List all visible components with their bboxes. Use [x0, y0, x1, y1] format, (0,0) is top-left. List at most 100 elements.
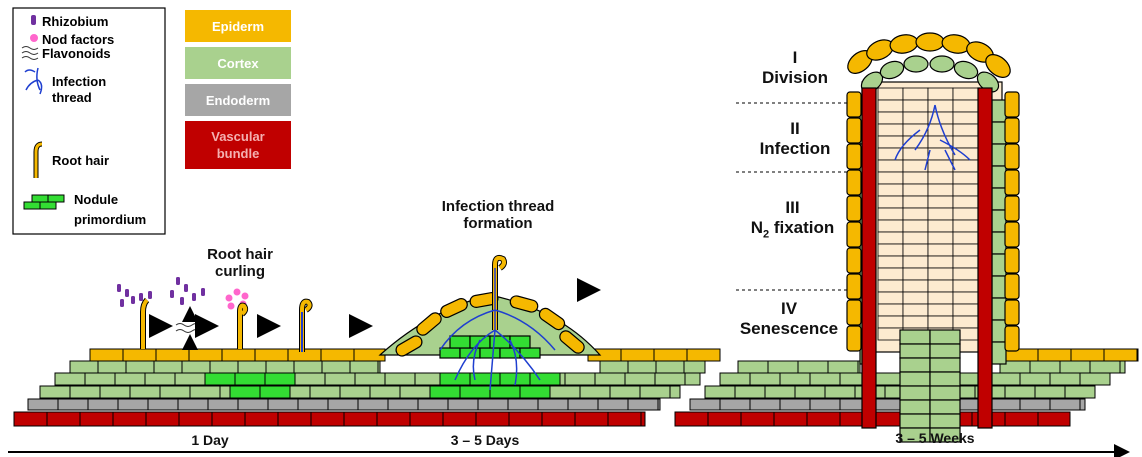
nodule-cap-epiderm [916, 33, 944, 51]
nodule-core-cell [928, 220, 953, 232]
cortex-cell [210, 361, 238, 373]
cortex-cell [738, 361, 768, 373]
tissue-cortex: Cortex [217, 56, 259, 71]
nodule-core-cell [878, 112, 903, 124]
nodule-core-cell [903, 196, 928, 208]
nodule-cap-cortex [930, 56, 954, 72]
cortex-cell [266, 361, 294, 373]
nodule-base-cell [930, 386, 960, 400]
endoderm-cell [810, 399, 840, 410]
nodule-core-cell [953, 256, 978, 268]
epiderm-cell [123, 349, 156, 361]
cortex-cell [100, 386, 130, 398]
nodule-core-cell [878, 304, 903, 316]
tissue-epiderm: Epiderm [212, 19, 264, 34]
cortex-cell [610, 386, 640, 398]
nodule-core-cell [953, 292, 978, 304]
cortex-cell [55, 373, 85, 385]
cortex-cell [1090, 361, 1120, 373]
vascular-cell [344, 412, 377, 426]
primordium-cell [260, 386, 290, 398]
legend-infection-thread-1: Infection [52, 74, 106, 89]
endoderm-cell [538, 399, 568, 410]
zone-4-name: Senescence [730, 319, 848, 339]
zone-4-number: IV [730, 299, 848, 319]
nodule-core-cell [928, 268, 953, 280]
nodule-core-cell [903, 220, 928, 232]
nodule-base-cell [900, 386, 930, 400]
endoderm-cell [508, 399, 538, 410]
cortex-cell [735, 386, 765, 398]
cortex-cell [780, 373, 810, 385]
epiderm-cell [1071, 349, 1104, 361]
cortex-cell [182, 361, 210, 373]
vascular-cell [179, 412, 212, 426]
cortex-cell [810, 373, 840, 385]
nodule-core-cell [928, 244, 953, 256]
vascular-cell [675, 412, 708, 426]
cortex-cell [175, 373, 205, 385]
vascular-cell [708, 412, 741, 426]
vascular-cell [509, 412, 542, 426]
nodule-cap-cortex [904, 56, 928, 72]
cortex-cell [40, 386, 70, 398]
cortex-cell [684, 361, 705, 373]
nodule-core-cell [878, 88, 903, 100]
cortex-cell [70, 361, 98, 373]
nodule-epiderm-cell [847, 170, 861, 195]
endoderm-cell [750, 399, 780, 410]
endoderm-cell [298, 399, 328, 410]
cortex-cell [310, 386, 340, 398]
nodule-core-cell [928, 316, 953, 328]
primordium-cell [460, 386, 490, 398]
nodule-core-cell [953, 124, 978, 136]
zone-1-number: I [740, 48, 850, 68]
cortex-cell [655, 373, 685, 385]
nodule-base-cell [900, 344, 930, 358]
nodule-base-cell [900, 400, 930, 414]
endoderm-cell [88, 399, 118, 410]
primordium-cell [520, 386, 550, 398]
nodule-base-cell [930, 344, 960, 358]
nodule-epiderm-cell [1005, 118, 1019, 143]
primordium-cell [490, 386, 520, 398]
vascular-cell [14, 412, 47, 426]
cortex-cell [70, 386, 100, 398]
nodule-core-cell [903, 232, 928, 244]
legend-root-hair: Root hair [52, 153, 109, 168]
nodule-cortex-cell [992, 122, 1006, 144]
nodule-core-cell [928, 88, 953, 100]
nodule-cortex-cell [992, 166, 1006, 188]
endoderm-cell [780, 399, 810, 410]
nodule-core-cell [878, 160, 903, 172]
timeline-3-5-weeks: 3 – 5 Weeks [865, 430, 1005, 446]
cortex-cell [1060, 361, 1090, 373]
nodule-cortex-cell [992, 100, 1006, 122]
cortex-cell [145, 373, 175, 385]
cortex-cell [295, 373, 325, 385]
nodule-epiderm-cell [1005, 300, 1019, 325]
rhizobium-cluster [117, 277, 205, 307]
tissue-vascular-2: bundle [217, 146, 260, 161]
cortex-cell [1065, 386, 1095, 398]
cortex-cell [705, 386, 735, 398]
endoderm-cell [328, 399, 358, 410]
epiderm-cell [222, 349, 255, 361]
nodule-base-cell [900, 358, 930, 372]
cortex-cell [385, 373, 415, 385]
timeline-1-day: 1 Day [160, 432, 260, 448]
zone-3-number: III [735, 198, 850, 218]
nodule-core-cell [903, 172, 928, 184]
cortex-cell [625, 373, 655, 385]
zone-2-name: Infection [740, 139, 850, 159]
cortex-cell [600, 361, 628, 373]
cortex-cell [85, 373, 115, 385]
endoderm-cell [720, 399, 750, 410]
nodule-core-cell [878, 292, 903, 304]
cortex-cell [670, 386, 680, 398]
legend-nodule-1: Nodule [74, 192, 118, 207]
nodule-core-cell [953, 160, 978, 172]
cortex-cell [768, 361, 798, 373]
vascular-cell [113, 412, 146, 426]
vascular-cell [741, 412, 774, 426]
